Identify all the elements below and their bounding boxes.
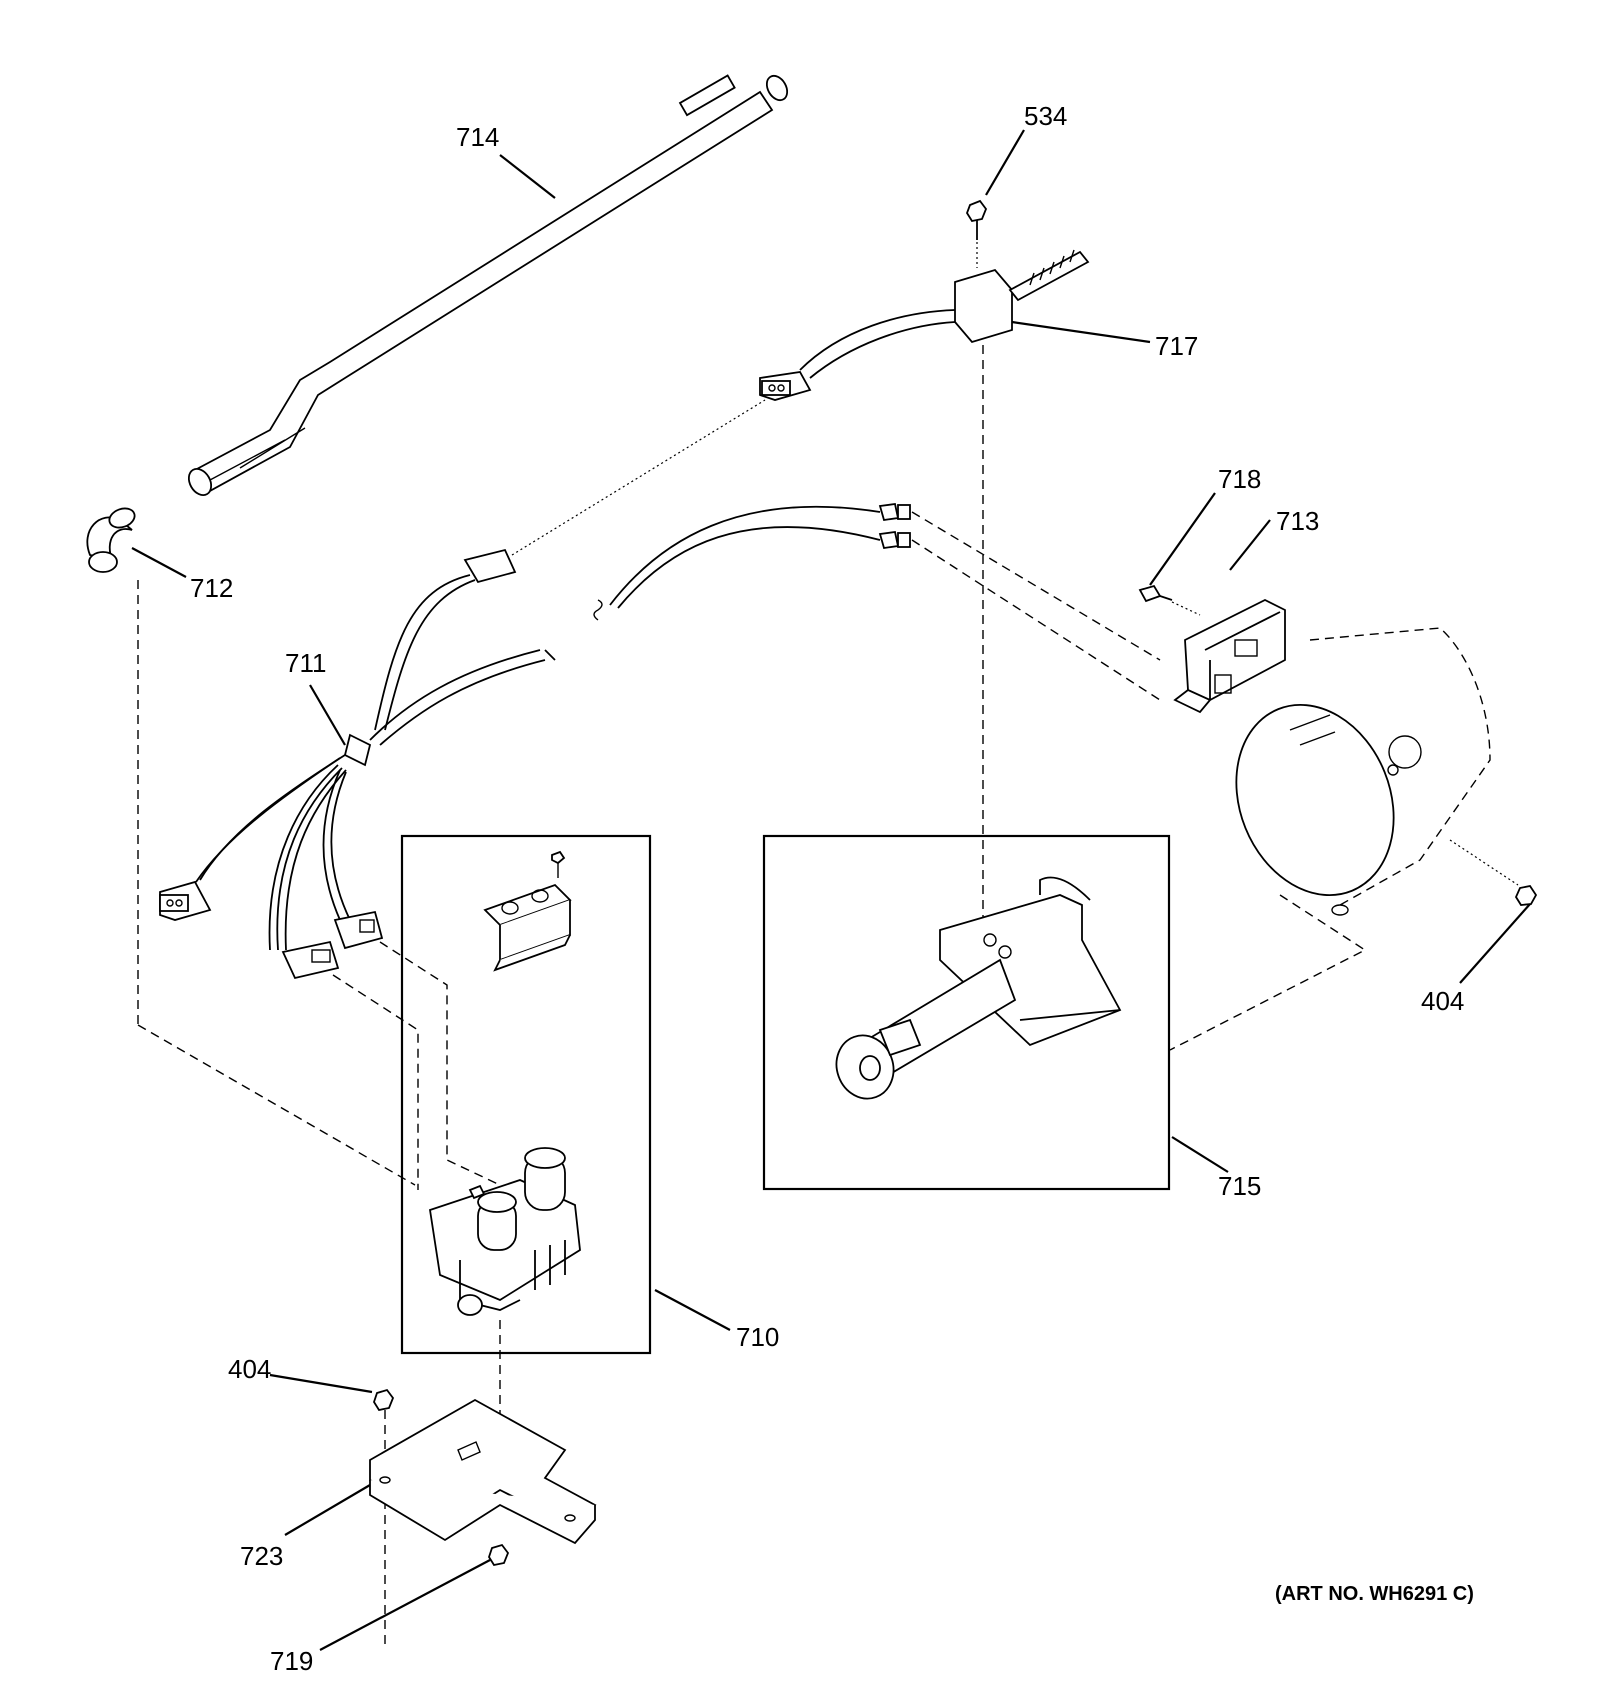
label-711: 711 <box>285 648 326 678</box>
label-712: 712 <box>190 573 233 603</box>
bracket-723[interactable] <box>369 1398 597 1545</box>
label-534: 534 <box>1024 101 1067 131</box>
bracket-713[interactable] <box>1173 598 1286 714</box>
tube-714[interactable] <box>184 72 791 499</box>
screw-404-right[interactable] <box>1514 884 1538 906</box>
harness-711[interactable] <box>159 548 556 980</box>
screw-719[interactable] <box>488 1543 510 1567</box>
label-404-left: 404 <box>228 1354 271 1384</box>
igniter-715[interactable] <box>828 876 1122 1107</box>
drum <box>1169 627 1491 1051</box>
wire-leads <box>593 502 911 621</box>
label-719: 719 <box>270 1646 313 1676</box>
valve-box-710 <box>400 834 652 1355</box>
label-710: 710 <box>736 1322 779 1352</box>
screw-404-left[interactable] <box>373 1388 395 1412</box>
label-404-right: 404 <box>1421 986 1464 1016</box>
igniter-box-715 <box>762 834 1171 1191</box>
label-713: 713 <box>1276 506 1319 536</box>
label-714: 714 <box>456 122 499 152</box>
elbow-712[interactable] <box>86 505 137 573</box>
sensor-717[interactable] <box>759 249 1090 401</box>
label-723: 723 <box>240 1541 283 1571</box>
art-number: (ART NO. WH6291 C) <box>1275 1583 1474 1605</box>
screw-534[interactable] <box>966 199 988 240</box>
label-718: 718 <box>1218 464 1261 494</box>
gas-valve-710[interactable] <box>428 1147 581 1316</box>
valve-bracket[interactable] <box>483 850 572 972</box>
label-717: 717 <box>1155 331 1198 361</box>
screw-718[interactable] <box>1138 584 1173 603</box>
label-715: 715 <box>1218 1171 1261 1201</box>
